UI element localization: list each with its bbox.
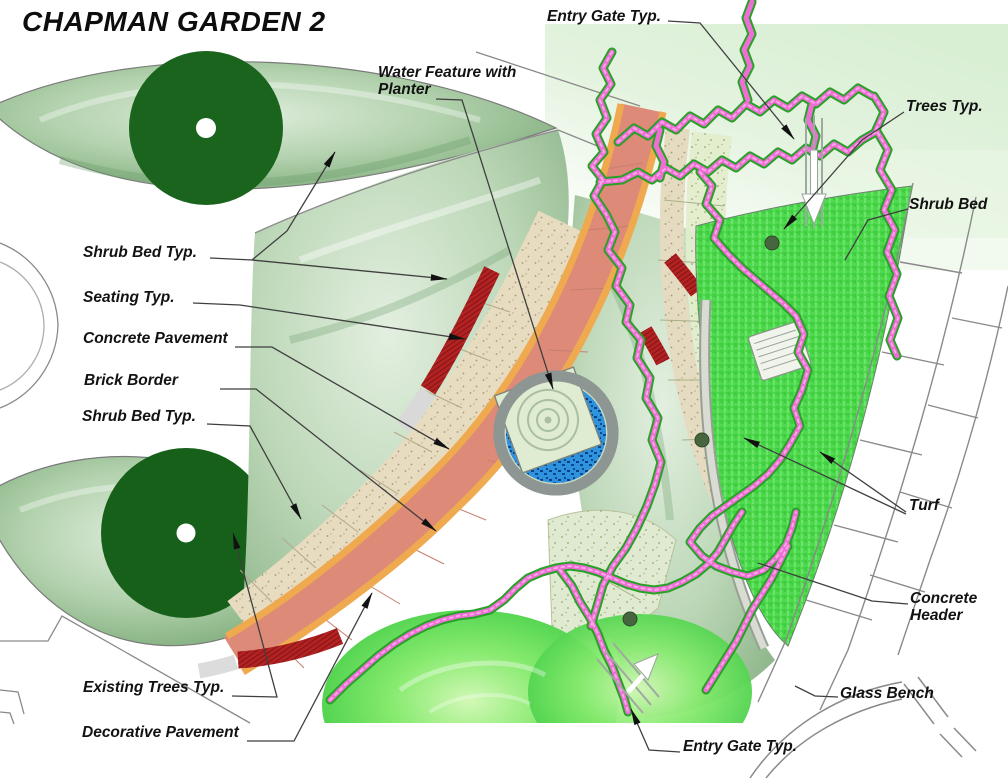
callout-entry-gate-bottom: Entry Gate Typ. xyxy=(683,738,797,755)
callout-trees: Trees Typ. xyxy=(906,98,983,115)
callout-seating: Seating Typ. xyxy=(83,289,175,306)
site-outline-lines xyxy=(0,615,251,725)
tree-trunk-markers xyxy=(622,235,780,627)
callout-turf: Turf xyxy=(909,497,939,514)
callout-leaders xyxy=(192,20,909,753)
glass-bench-arcs xyxy=(749,676,977,778)
decorative-pavement-path xyxy=(223,103,667,675)
sheet-margin xyxy=(0,723,1008,778)
turf-area xyxy=(695,185,913,651)
callout-existing-trees: Existing Trees Typ. xyxy=(83,679,225,696)
shrub-bed-middle xyxy=(240,129,569,640)
callout-brick-border: Brick Border xyxy=(84,372,178,389)
seating-benches xyxy=(197,253,703,679)
callout-concrete-header: Concrete Header xyxy=(910,590,978,625)
callout-decorative-pavement: Decorative Pavement xyxy=(82,724,239,741)
sidewalk xyxy=(757,182,1008,711)
callout-glass-bench: Glass Bench xyxy=(840,685,934,702)
callout-water-feature: Water Feature with Planter xyxy=(378,64,517,99)
callout-concrete-pavement: Concrete Pavement xyxy=(83,330,228,347)
page-title: CHAPMAN GARDEN 2 xyxy=(22,6,326,37)
concrete-pavement-band xyxy=(227,210,586,643)
entry-gate-bottom xyxy=(596,642,660,714)
water-feature xyxy=(493,366,619,496)
shrub-bed-top-left xyxy=(0,51,558,205)
steps xyxy=(748,321,812,381)
left-arc-outlines xyxy=(0,242,59,409)
brick-border-inner xyxy=(241,111,667,675)
brick-border-outer xyxy=(225,103,625,640)
callout-shrub-bed-typ-lower: Shrub Bed Typ. xyxy=(82,408,196,425)
callout-shrub-bed-typ-upper: Shrub Bed Typ. xyxy=(83,244,197,261)
callout-entry-gate-top: Entry Gate Typ. xyxy=(547,8,661,25)
callout-shrub-bed: Shrub Bed xyxy=(909,196,988,213)
entry-gate-top xyxy=(801,115,827,228)
